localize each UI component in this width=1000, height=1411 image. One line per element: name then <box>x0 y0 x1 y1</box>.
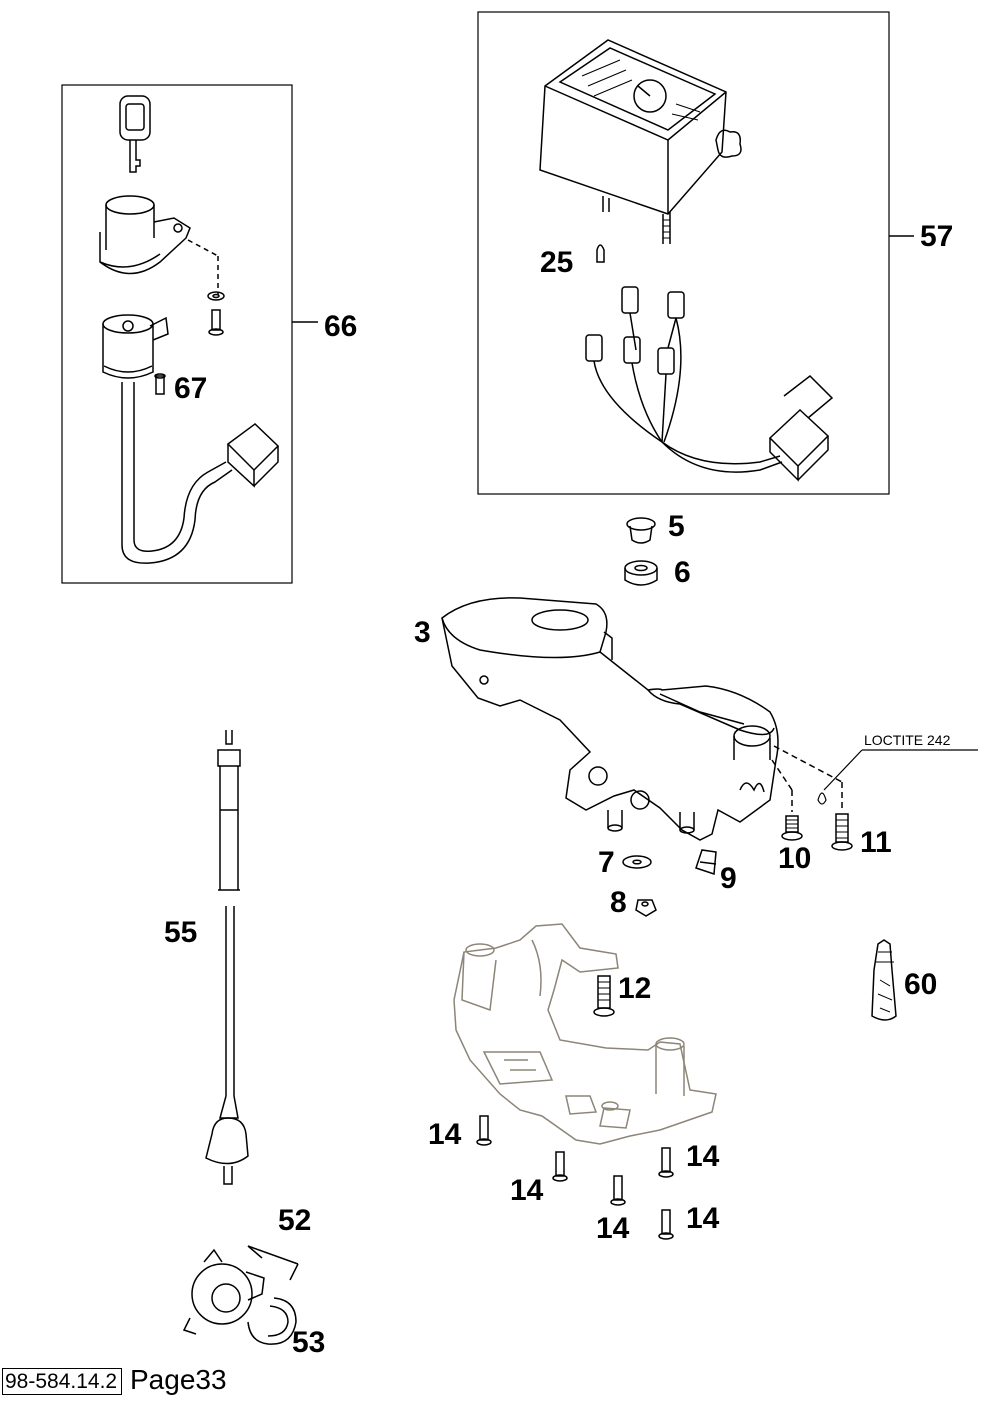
screws-10-11 <box>781 813 853 851</box>
screws-14 <box>476 1115 674 1240</box>
label-8: 8 <box>610 886 627 919</box>
label-14-c: 14 <box>596 1212 630 1245</box>
label-25: 25 <box>540 246 574 279</box>
page-number: Page33 <box>130 1364 227 1395</box>
label-66: 66 <box>324 310 358 343</box>
label-14-d: 14 <box>686 1140 720 1173</box>
label-67: 67 <box>174 372 208 405</box>
label-53: 53 <box>292 1326 326 1359</box>
screw-12 <box>593 975 615 1017</box>
loctite-bottle <box>871 939 897 1021</box>
speedometer-cable <box>205 730 249 1185</box>
label-7: 7 <box>598 846 615 879</box>
loctite-note: LOCTITE 242 <box>864 732 951 748</box>
label-14-b: 14 <box>510 1174 544 1207</box>
label-14-a: 14 <box>428 1118 462 1151</box>
top-triple-clamp <box>441 597 843 841</box>
instrument-bracket <box>453 923 717 1145</box>
label-6: 6 <box>674 556 691 589</box>
fasteners-7-8-9 <box>622 849 717 917</box>
speedo-drive <box>182 1245 299 1345</box>
ignition-lock-group <box>61 84 318 584</box>
label-55: 55 <box>164 916 198 949</box>
label-3: 3 <box>414 616 431 649</box>
label-57: 57 <box>920 220 954 253</box>
label-52: 52 <box>278 1204 312 1237</box>
label-12: 12 <box>618 972 652 1005</box>
loctite-pointer <box>817 749 978 805</box>
label-5: 5 <box>668 510 685 543</box>
label-60: 60 <box>904 968 938 1001</box>
label-14-e: 14 <box>686 1202 720 1235</box>
damper-group <box>624 517 658 586</box>
label-9: 9 <box>720 862 737 895</box>
label-10: 10 <box>778 842 812 875</box>
drawing-code: 98-584.14.2 <box>2 1368 123 1395</box>
label-11: 11 <box>860 826 892 859</box>
instrument-cluster-group <box>477 11 914 495</box>
